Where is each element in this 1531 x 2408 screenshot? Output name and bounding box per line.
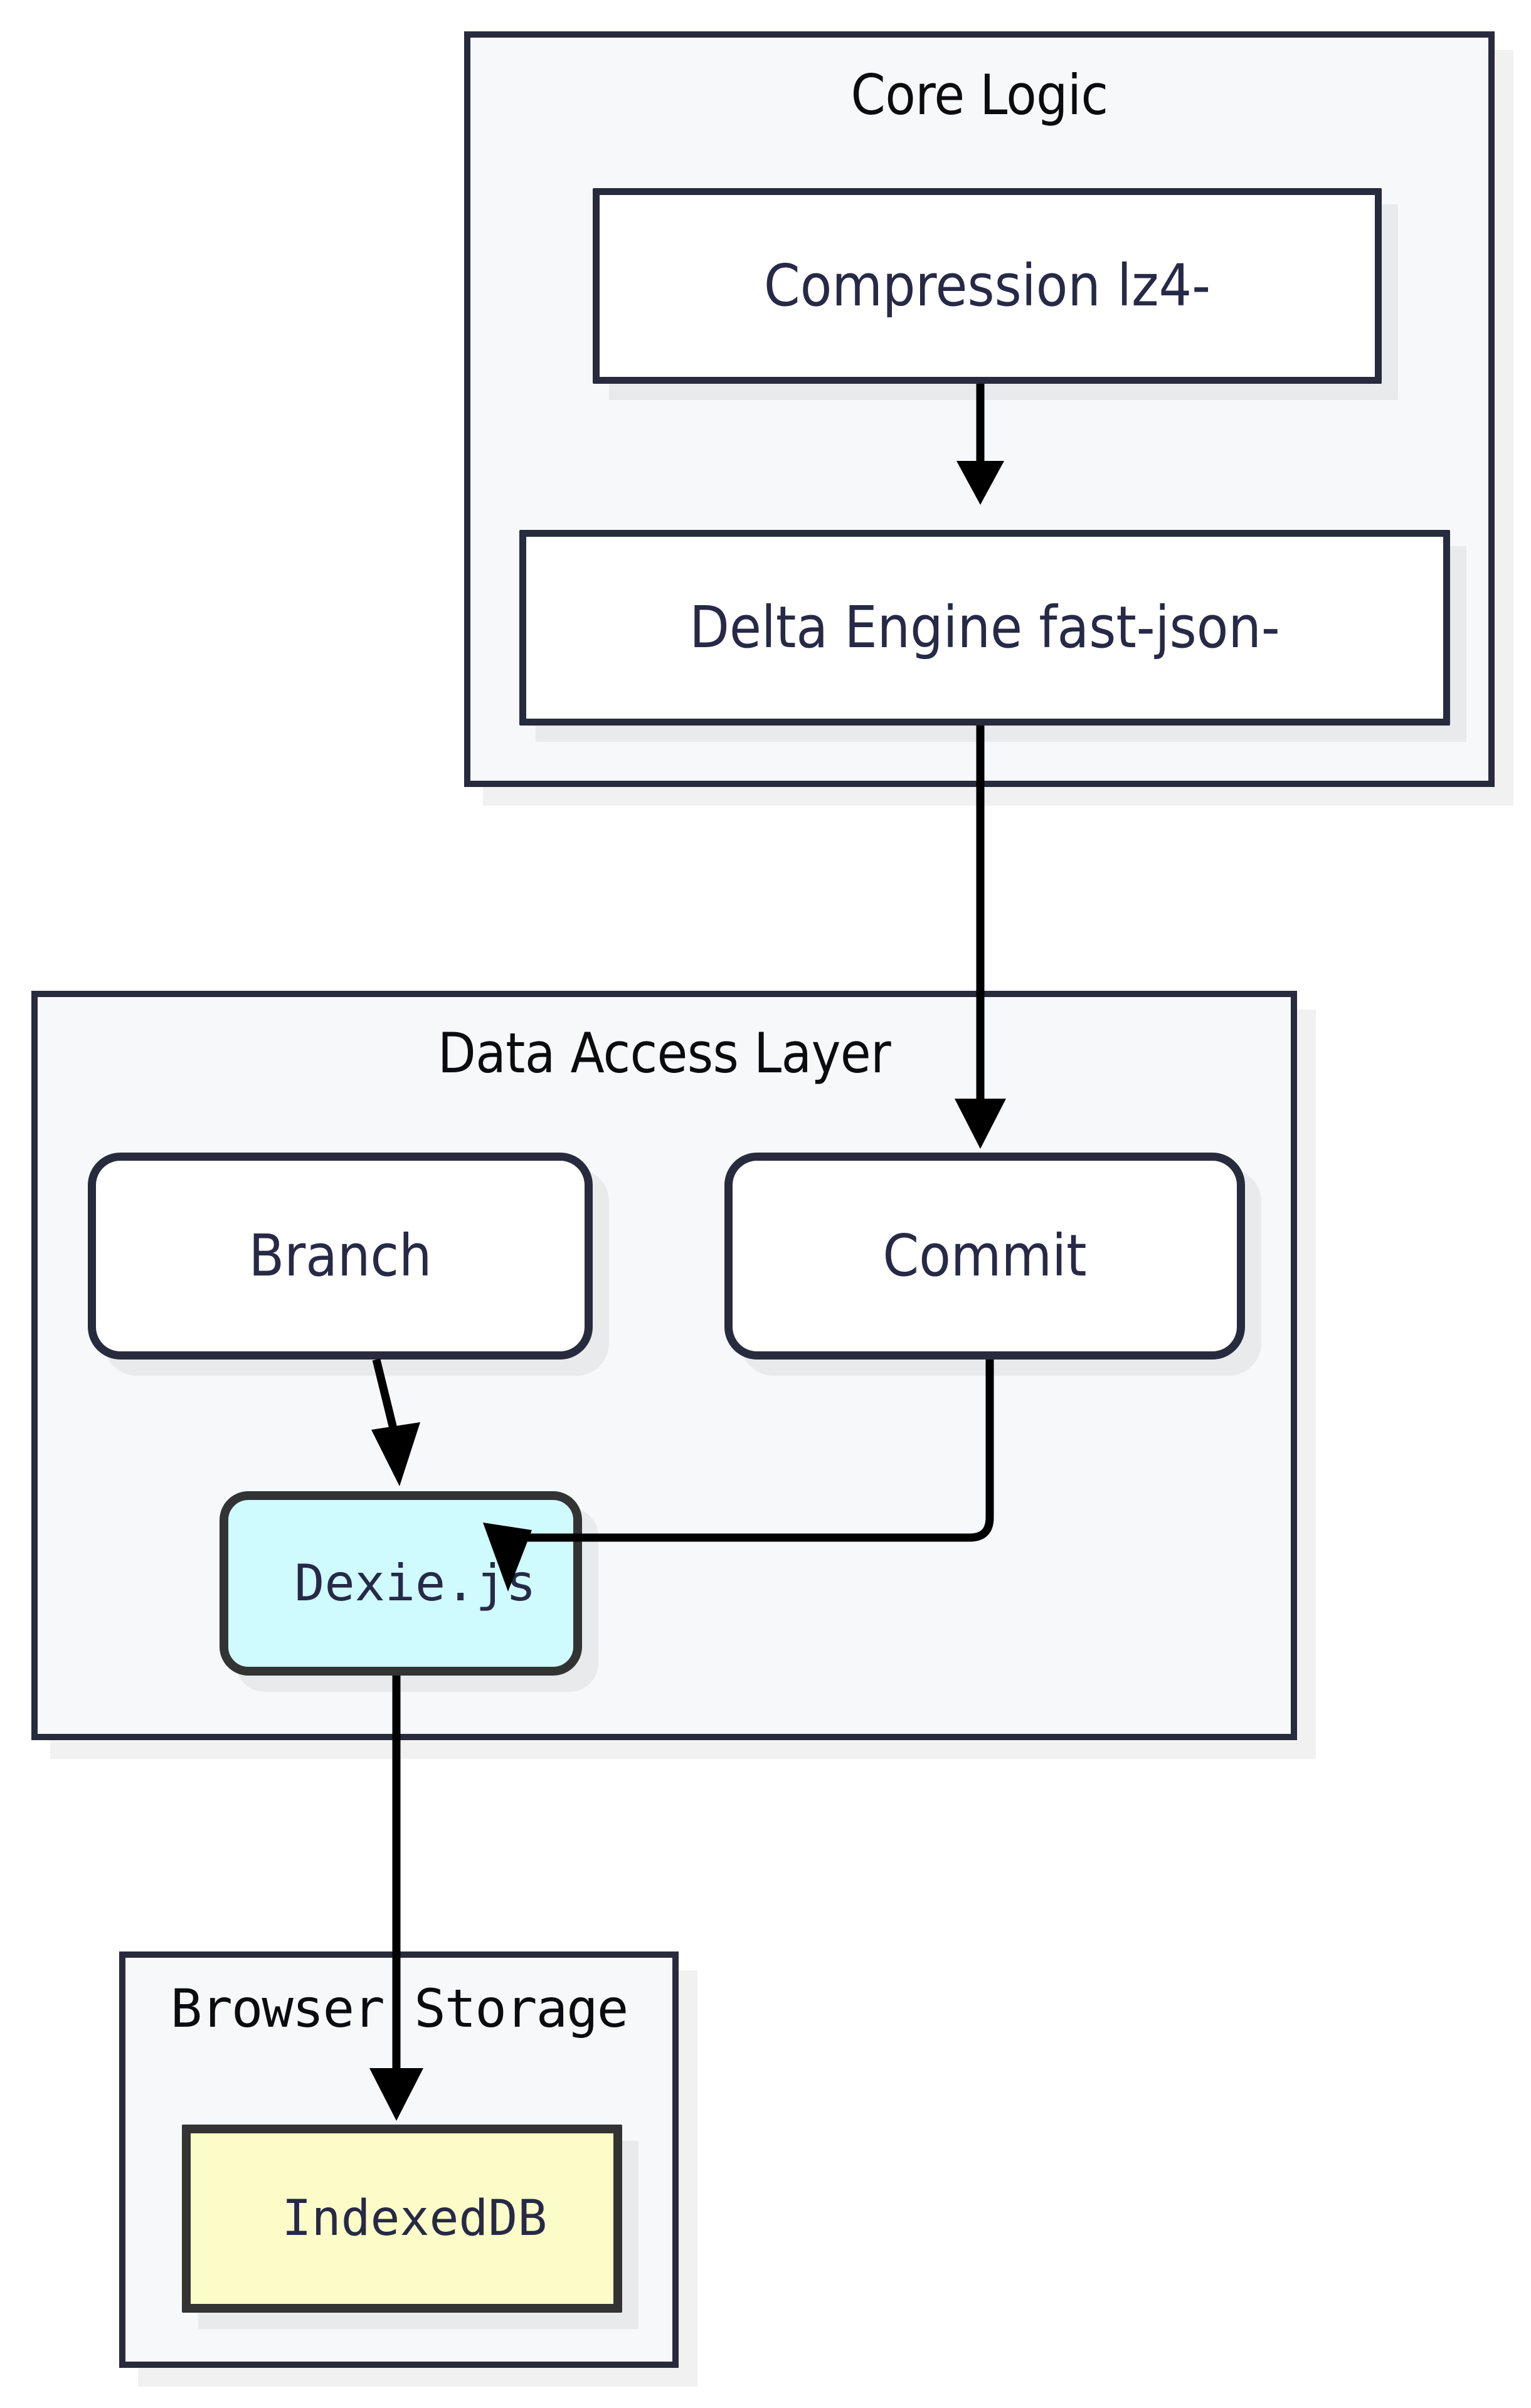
- node-dexie-label: Dexie.js: [294, 1554, 536, 1612]
- node-delta-engine[interactable]: Delta Engine fast-json-: [519, 530, 1450, 726]
- cluster-title-core-logic: Core Logic: [850, 64, 1108, 127]
- node-commit-label: Commit: [882, 1222, 1087, 1289]
- node-dexie[interactable]: Dexie.js: [220, 1491, 582, 1676]
- cluster-title-browser-storage: Browser Storage: [170, 1978, 629, 2039]
- node-delta-engine-label: Delta Engine fast-json-: [689, 594, 1280, 661]
- cluster-title-data-access-layer: Data Access Layer: [437, 1022, 891, 1085]
- node-commit[interactable]: Commit: [724, 1153, 1245, 1360]
- node-indexeddb-label: IndexedDB: [282, 2190, 548, 2247]
- node-branch[interactable]: Branch: [88, 1153, 593, 1360]
- node-compression[interactable]: Compression lz4-: [593, 188, 1382, 384]
- node-branch-label: Branch: [248, 1222, 432, 1289]
- node-compression-label: Compression lz4-: [763, 252, 1211, 319]
- node-indexeddb[interactable]: IndexedDB: [182, 2125, 622, 2313]
